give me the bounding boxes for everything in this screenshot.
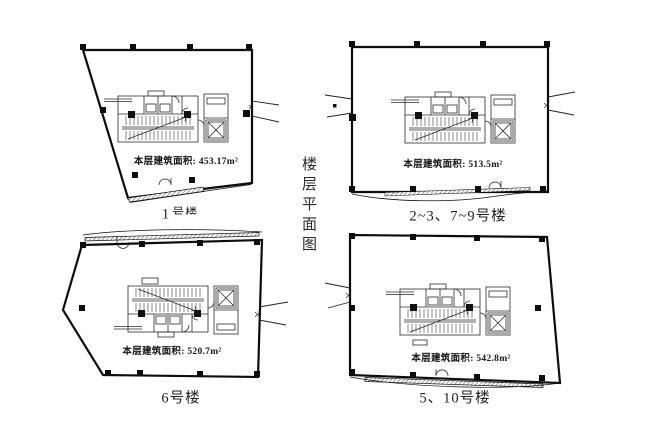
door-swing-lines	[248, 100, 280, 123]
floor-plan-building-6	[61, 229, 289, 379]
sheet-title: 楼层平面图	[300, 156, 316, 256]
entrance-canopy	[82, 229, 263, 249]
columns	[79, 239, 260, 377]
columns	[349, 41, 550, 192]
entrance-canopy	[127, 178, 252, 203]
building-label: 5、10号楼	[419, 390, 491, 407]
floor-plan-building-2-3-7-9	[324, 41, 576, 202]
plan-outline	[61, 238, 264, 379]
building-label-number: 1	[161, 206, 171, 223]
entrance-canopy	[351, 181, 549, 202]
core-annex-box	[141, 277, 159, 285]
building-label: 2~3、7~9号楼	[409, 208, 507, 225]
columns	[349, 233, 545, 381]
door-swing-lines	[324, 282, 352, 309]
area-label: 本层建筑面积: 513.5m²	[403, 160, 503, 170]
area-label: 本层建筑面积: 542.8m²	[411, 354, 511, 364]
entrance-canopy	[349, 369, 561, 388]
floor-plan-building-1	[80, 44, 280, 203]
building-label-suffix: 号楼	[172, 206, 199, 215]
plan-outline	[350, 45, 550, 194]
door-swing-lines	[254, 301, 289, 326]
columns	[80, 44, 252, 183]
building-label: 6号楼	[161, 390, 201, 407]
door-swing-lines	[324, 91, 576, 118]
floor-plan-building-5-10	[324, 233, 562, 388]
area-label: 本层建筑面积: 520.7m²	[122, 347, 222, 357]
core-annex-box	[412, 339, 428, 346]
area-label: 本层建筑面积: 453.17m²	[133, 157, 239, 167]
